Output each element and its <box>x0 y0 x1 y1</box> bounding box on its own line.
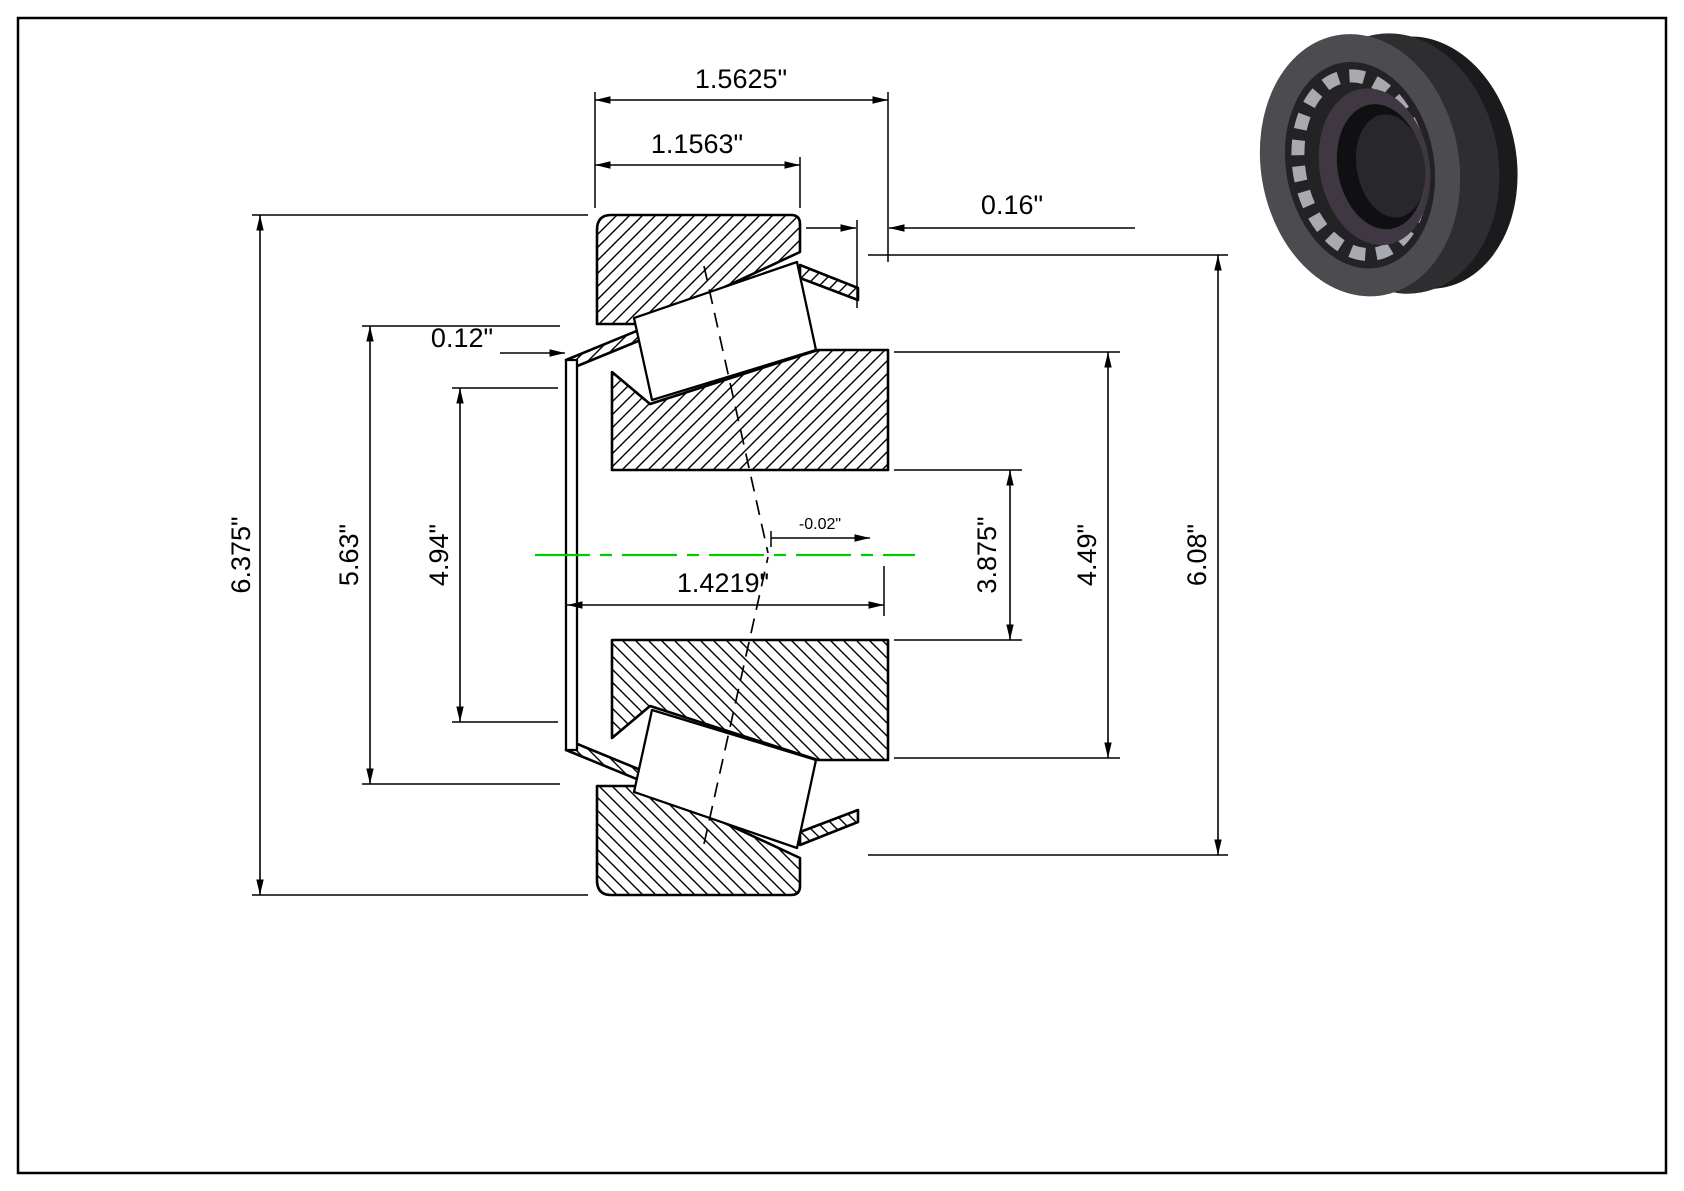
dim-label-bore: 3.875" <box>972 516 1002 593</box>
bearing-section-top-half <box>564 213 890 554</box>
dim-label-overall-width: 1.5625" <box>695 64 787 94</box>
bearing-photo <box>1259 33 1518 297</box>
dim-label-shield-od: 5.63" <box>334 524 364 586</box>
dim-label-front-standout: 0.12" <box>431 323 493 353</box>
dim-label-cone-od: 4.49" <box>1072 524 1102 586</box>
dim-label-cone-width: 1.4219" <box>677 568 769 598</box>
shield-flange-section <box>564 326 650 371</box>
cone-section <box>610 348 890 472</box>
dim-label-flange-od: 6.375" <box>226 516 256 593</box>
extension-lines <box>252 92 1228 896</box>
dimension-labels: 1.5625" 1.1563" 0.16" 0.12" 6.375" 5.63"… <box>226 64 1212 598</box>
dim-label-effective-center: -0.02" <box>799 516 841 533</box>
cage-section <box>798 263 860 302</box>
cup-section <box>595 213 802 326</box>
dim-label-cup-od: 6.08" <box>1182 524 1212 586</box>
dim-label-cage-standout: 0.16" <box>981 190 1043 220</box>
page-border <box>16 16 1668 1175</box>
bearing-section-bottom-half <box>564 555 890 897</box>
dim-label-cup-width: 1.1563" <box>651 129 743 159</box>
dim-label-pilot-od: 4.94" <box>424 524 454 586</box>
bearing-photo-bore-wall <box>1355 114 1426 218</box>
roller <box>632 260 818 402</box>
dimension-lines <box>256 96 1222 895</box>
load-center-axis <box>703 265 769 554</box>
